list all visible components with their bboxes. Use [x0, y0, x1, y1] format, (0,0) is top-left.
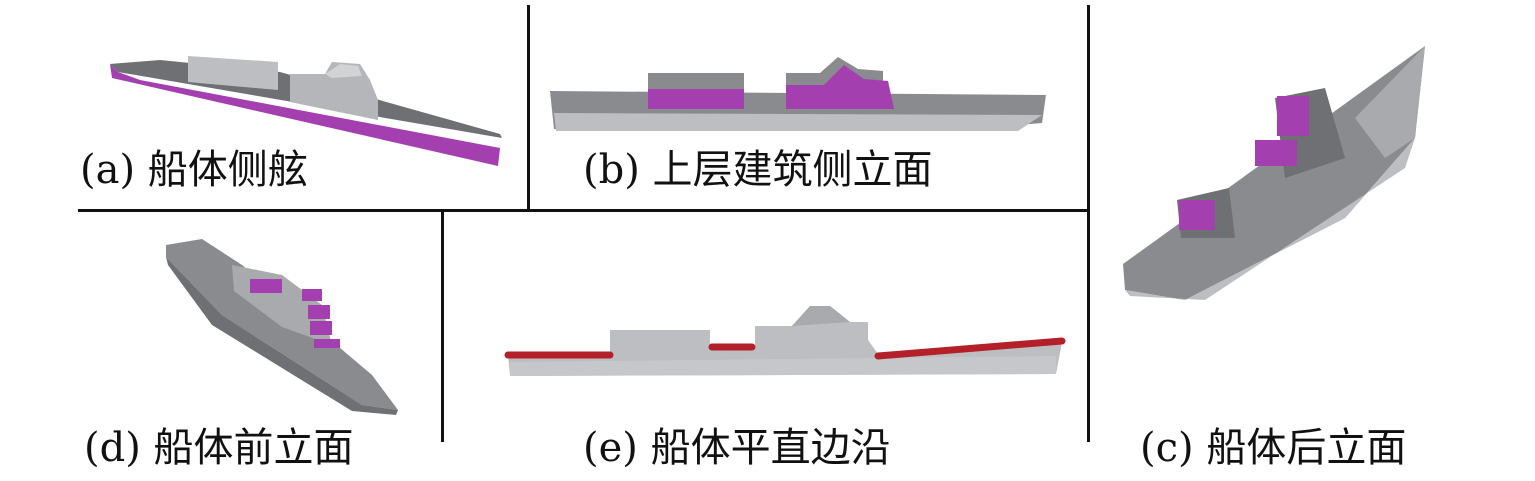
panel-a-ship-model: [110, 56, 502, 166]
hull-lower: [510, 356, 1056, 376]
divider-vertical-right: [1087, 5, 1090, 442]
superstructure-block-1: [648, 73, 744, 93]
panel-e-caption: (e) 船体平直边沿: [583, 425, 891, 471]
front-facade-highlight-5: [314, 339, 340, 348]
front-facade-highlight-4: [310, 321, 332, 335]
divider-vertical-de: [441, 210, 444, 442]
superstructure-top: [792, 306, 850, 326]
panel-a-caption: (a) 船体侧舷: [80, 147, 308, 193]
panel-d-ship-model: [166, 239, 398, 415]
hull-lower: [554, 113, 1042, 131]
front-facade-highlight-1: [250, 279, 282, 293]
superstructure-top: [325, 64, 362, 78]
rear-facade-highlight-1: [1277, 96, 1309, 136]
panel-c-caption: (c) 船体后立面: [1140, 425, 1407, 471]
front-facade-highlight-3: [308, 305, 330, 319]
panel-d-caption: (d) 船体前立面: [84, 425, 354, 471]
superstructure-block-1: [188, 56, 278, 90]
hull-deck: [1123, 46, 1425, 300]
rear-facade-highlight-2: [1255, 140, 1297, 166]
bow-facet: [1355, 46, 1425, 158]
panel-b-ship-model: [550, 57, 1046, 131]
superstructure-facade-highlight-2: [786, 65, 894, 109]
panel-c-ship-model: [1123, 46, 1425, 300]
flat-edge-highlight-3: [874, 337, 1066, 360]
superstructure-facade-highlight-1: [648, 89, 744, 109]
rear-facade-highlight-3: [1179, 200, 1215, 230]
hull-side-highlight: [110, 64, 500, 166]
divider-vertical-ab: [527, 5, 530, 210]
front-facade-highlight-2: [302, 289, 322, 301]
superstructure-block-2: [290, 62, 378, 120]
panel-b-caption: (b) 上层建筑侧立面: [583, 147, 933, 193]
panel-e-ship-model: [504, 306, 1066, 376]
divider-horizontal: [78, 209, 1089, 212]
